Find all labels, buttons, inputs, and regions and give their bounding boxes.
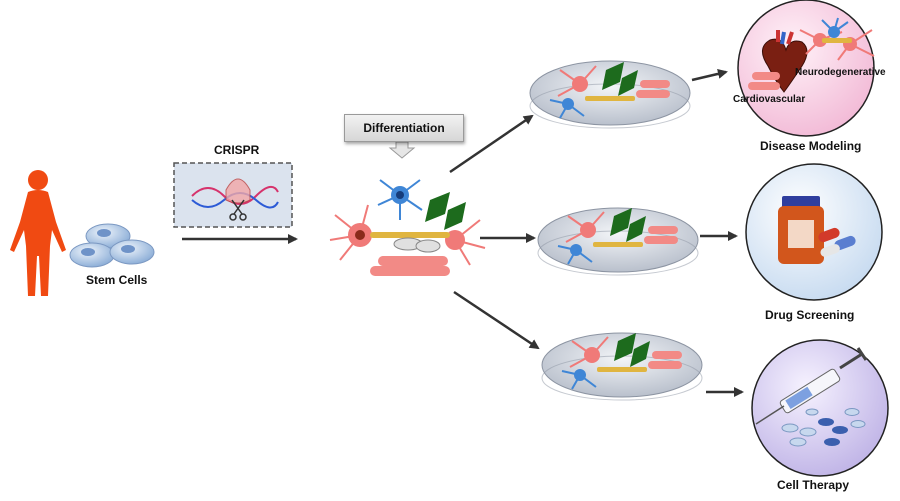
- neuron-icon: [799, 17, 875, 61]
- human-silhouette-icon: [10, 170, 66, 296]
- arrow-to-therapy-dish: [453, 290, 540, 350]
- differentiation-box: Differentiation: [344, 114, 464, 142]
- disease-modeling-circle: [737, 0, 875, 137]
- drug-screening-label: Drug Screening: [765, 308, 855, 322]
- neurodegenerative-label: Neurodegenerative: [795, 67, 886, 78]
- differentiation-down-arrow: [388, 141, 416, 159]
- differentiated-cells-cluster: [329, 179, 486, 276]
- cell-therapy-circle: [751, 339, 889, 477]
- crispr-label: CRISPR: [214, 143, 260, 157]
- drug-bottle-icon: [778, 196, 824, 264]
- arrow-to-disease-circle: [691, 68, 728, 82]
- arrow-to-disease-dish: [449, 114, 534, 174]
- stem-cells-label: Stem Cells: [86, 273, 148, 287]
- cell-therapy-label: Cell Therapy: [777, 478, 850, 492]
- petri-dish-drug: [537, 207, 699, 276]
- heart-icon: [762, 30, 808, 93]
- drug-screening-circle: [745, 163, 883, 301]
- capsule-icon: [818, 227, 856, 257]
- syringe-icon: [755, 347, 868, 425]
- scissors-icon: [229, 199, 247, 221]
- crispr-box: [173, 162, 293, 228]
- stem-cells-icon: [69, 223, 155, 268]
- petri-dish-disease: [529, 60, 691, 129]
- petri-dish-therapy: [541, 332, 703, 401]
- therapy-cells-icon: [781, 408, 866, 447]
- disease-modeling-label: Disease Modeling: [760, 139, 862, 153]
- cardiovascular-label: Cardiovascular: [733, 94, 806, 105]
